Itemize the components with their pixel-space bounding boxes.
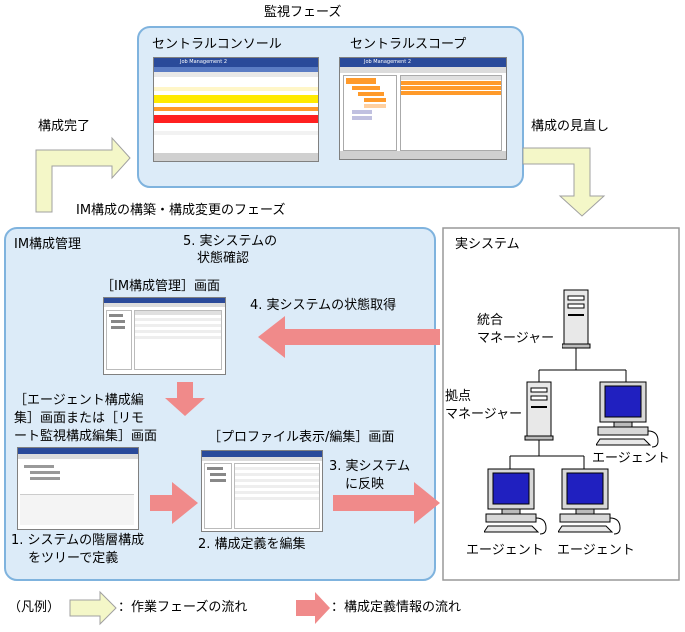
profile-edit-label: ［プロファイル表示/編集］画面 (208, 430, 395, 445)
step1-line2: をツリーで定義 (28, 551, 119, 566)
agent-pc-icon-2 (484, 468, 547, 535)
im-panel-title: IM構成管理 (14, 237, 82, 252)
agent-edit-line3: ート監視構成編集］画面 (14, 429, 158, 444)
agent-config-edit-thumbnail (17, 447, 139, 530)
config-review-label: 構成の見直し (531, 119, 610, 134)
agent-pc-icon-3 (558, 468, 621, 535)
step1-line1: 1. システムの階層構成 (11, 533, 145, 548)
agent-label-3: エージェント (557, 543, 635, 558)
config-review-arrow (522, 147, 606, 217)
integrated-manager-server-icon (562, 289, 591, 349)
reflect-arrow (333, 482, 440, 524)
step5-line1: 5. 実システムの (183, 234, 278, 249)
real-system-title: 実システム (455, 237, 520, 252)
agent-label-1: エージェント (592, 451, 670, 466)
console-window-title: Job Management 2 (180, 59, 228, 65)
central-console-label: セントラルコンソール (152, 37, 282, 52)
config-complete-label: 構成完了 (38, 119, 91, 134)
define-to-edit-arrow (150, 482, 198, 524)
legend-config-info-flow: ：構成定義情報の流れ (331, 600, 462, 615)
central-console-thumbnail: Job Management 2 (153, 57, 319, 162)
im-screen-label: ［IM構成管理］画面 (101, 279, 221, 294)
central-scope-thumbnail: Job Management 2 (339, 57, 507, 160)
agent-edit-line1: ［エージェント構成編 (14, 393, 144, 408)
im-config-screen-thumbnail (103, 297, 226, 375)
legend-phase-arrow (69, 590, 117, 626)
legend-work-flow: ：作業フェーズの流れ (118, 600, 248, 615)
config-complete-arrow (35, 136, 131, 213)
down-flow-arrow (165, 382, 205, 416)
central-scope-label: セントラルスコープ (350, 37, 467, 52)
integrated-manager-line2: マネージャー (477, 331, 555, 346)
base-manager-line2: マネージャー (445, 407, 523, 422)
agent-label-2: エージェント (466, 543, 544, 558)
state-acquire-arrow (258, 316, 440, 358)
step4-label: 4. 実システムの状態取得 (250, 298, 397, 313)
agent-pc-icon-1 (596, 381, 659, 448)
legend-prefix: （凡例） (8, 600, 61, 615)
step3-line2: に反映 (345, 477, 385, 492)
im-phase-title: IM構成の構築・構成変更のフェーズ (76, 203, 286, 218)
legend-info-arrow (296, 592, 330, 624)
base-manager-server-icon (524, 381, 554, 441)
monitoring-phase-title: 監視フェーズ (264, 5, 342, 20)
agent-edit-line2: 集］画面または［リモ (14, 411, 145, 426)
network-lines (509, 348, 627, 470)
base-manager-line1: 拠点 (445, 389, 472, 404)
integrated-manager-line1: 統合 (477, 313, 504, 328)
step2-label: 2. 構成定義を編集 (198, 537, 306, 552)
profile-edit-thumbnail (201, 450, 323, 532)
step5-line2: 状態確認 (197, 251, 250, 266)
step3-line1: 3. 実システム (329, 459, 411, 474)
scope-window-title: Job Management 2 (364, 59, 412, 65)
